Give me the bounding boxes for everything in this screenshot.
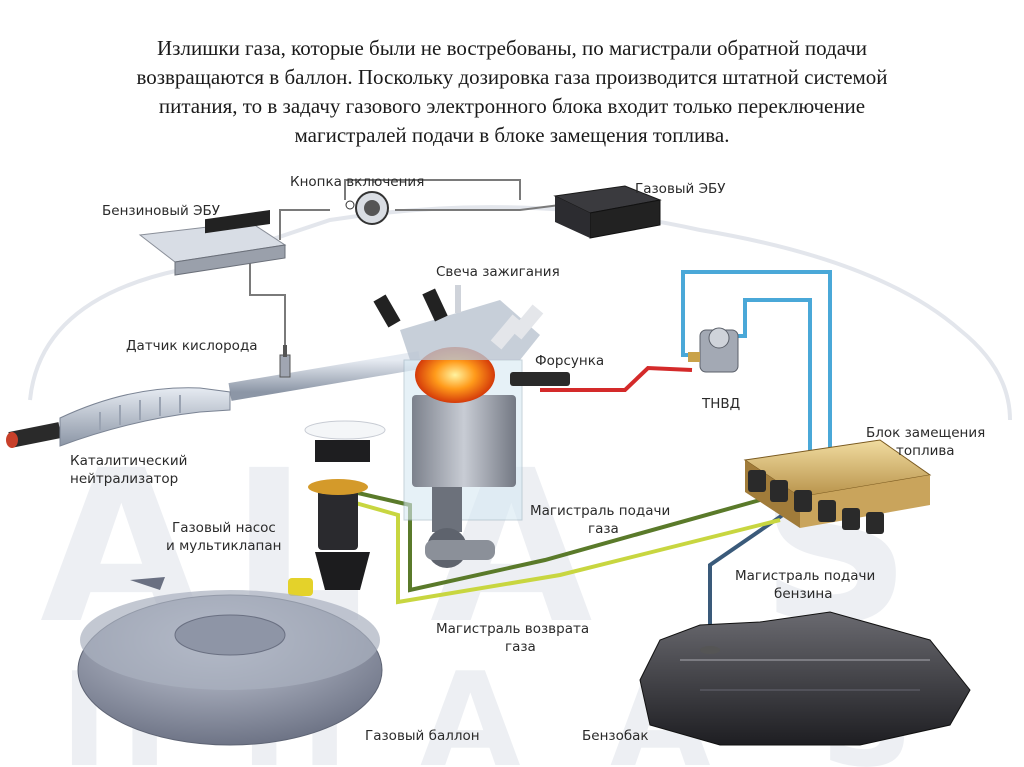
power-button	[345, 191, 389, 225]
power-button-label: Кнопка включения	[290, 174, 424, 190]
watermark-letter: A	[420, 644, 521, 767]
catalytic-converter	[6, 351, 422, 448]
gas-supply-label-line1: Магистраль подачи	[530, 503, 670, 519]
hp-fuel-pump	[688, 327, 739, 373]
petrol-supply-label-line1: Магистраль подачи	[735, 568, 875, 584]
caption-line: возвращаются в баллон. Поскольку дозиров…	[136, 65, 888, 89]
petrol-ecu-label: Бензиновый ЭБУ	[102, 203, 220, 219]
gas-pump-multivalve	[288, 420, 386, 596]
petrol-supply-label-line2: бензина	[774, 586, 833, 602]
fuel-replacement-block	[743, 439, 932, 534]
gas-ecu	[553, 185, 662, 239]
spark-plugs	[373, 285, 544, 350]
petrol-tank-label: Бензобак	[582, 728, 649, 744]
caption-line: Излишки газа, которые были не востребова…	[157, 36, 867, 60]
catalytic-label-line2: нейтрализатор	[70, 471, 178, 487]
fuel-block-label-line1: Блок замещения	[866, 425, 985, 441]
oxygen-sensor	[279, 345, 291, 378]
caption-line: магистралей подачи в блоке замещения топ…	[294, 123, 730, 147]
gas-lines	[344, 488, 781, 605]
oxygen-sensor-label: Датчик кислорода	[126, 338, 258, 354]
gas-pump-label-line2: и мультиклапан	[166, 538, 281, 554]
caption-text: Излишки газа, которые были не востребова…	[40, 34, 984, 150]
gas-return-label-line2: газа	[505, 639, 536, 655]
caption-line: питания, то в задачу газового электронно…	[158, 94, 866, 118]
gas-ecu-label: Газовый ЭБУ	[635, 181, 726, 197]
signal-wires	[249, 179, 561, 360]
injector-label: Форсунка	[535, 353, 604, 369]
fuel-block-label-line2: топлива	[896, 443, 955, 459]
gas-cylinder-label: Газовый баллон	[365, 728, 480, 744]
gas-supply-label-line2: газа	[588, 521, 619, 537]
petrol-tank	[639, 611, 971, 746]
petrol-lines	[681, 270, 832, 650]
hp-fuel-pump-label: ТНВД	[701, 396, 740, 412]
catalytic-label-line1: Каталитический	[70, 453, 187, 469]
high-pressure-line	[540, 365, 693, 392]
petrol-ecu	[138, 210, 287, 276]
gas-cylinder	[77, 577, 383, 746]
gas-return-label-line1: Магистраль возврата	[436, 621, 589, 637]
gas-pump-label-line1: Газовый насос	[172, 520, 276, 536]
spark-plug-label: Свеча зажигания	[436, 264, 560, 280]
injector	[510, 372, 570, 386]
